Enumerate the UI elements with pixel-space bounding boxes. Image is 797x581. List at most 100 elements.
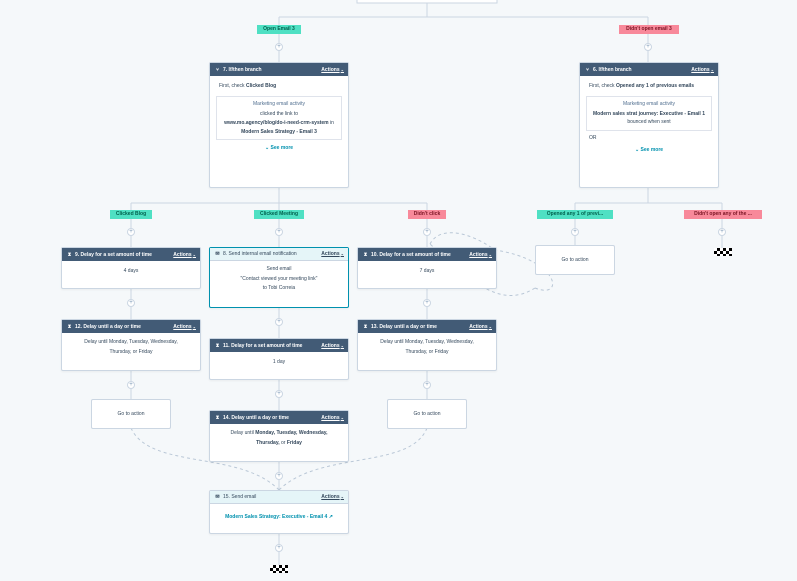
external-link-icon[interactable]: ↗ [328,514,333,520]
action-card-9[interactable]: ⧗ 9. Delay for a set amount of time Acti… [61,247,201,289]
action-title: 12. Delay until a day or time [75,323,141,330]
branch-badge-opened-any: Opened any 1 of previ... [537,210,613,219]
see-more-link[interactable]: ⌄ See more [634,146,664,153]
email-link[interactable]: Modern Sales Strategy: Executive - Email… [225,514,328,520]
chevron-down-icon: ⌄ [710,66,714,72]
action-card-14[interactable]: ⧗ 14. Delay until a day or time Actions⌄… [209,410,349,462]
actions-menu-button[interactable]: Actions⌄ [321,66,344,73]
branch-badge-clicked-blog: Clicked Blog [110,210,152,219]
add-action-plus-icon[interactable]: + [127,228,135,236]
hourglass-icon: ⧗ [67,323,72,330]
add-action-plus-icon[interactable]: + [571,228,579,236]
branch-check: First, check Clicked Blog [219,83,277,89]
add-action-plus-icon[interactable]: + [275,390,283,398]
add-action-plus-icon[interactable]: + [644,43,652,51]
delay-value: 1 day [272,359,286,365]
chevron-down-icon: ⌄ [340,251,344,256]
add-action-plus-icon[interactable]: + [423,299,431,307]
add-action-plus-icon[interactable]: + [275,318,283,326]
add-action-plus-icon[interactable]: + [275,43,283,51]
add-action-plus-icon[interactable]: + [127,381,135,389]
action-title: 7. If/then branch [223,66,262,73]
chevron-down-icon: ⌄ [634,146,640,153]
actions-menu-button[interactable]: Actions⌄ [173,323,196,330]
hourglass-icon: ⧗ [363,323,368,330]
action-header: ✉ 15. Send email Actions⌄ [210,491,348,504]
hourglass-icon: ⧗ [363,251,368,258]
envelope-icon: ✉ [215,251,220,257]
add-action-plus-icon[interactable]: + [718,228,726,236]
delay-value: 7 days [419,268,435,274]
branch-badge-didnt-open-email-3: Didn't open email 3 [619,25,679,34]
hourglass-icon: ⧗ [67,251,72,258]
add-action-plus-icon[interactable]: + [275,472,283,480]
action-header: ⧗ 9. Delay for a set amount of time Acti… [62,248,200,261]
actions-menu-button[interactable]: Actions⌄ [321,494,344,500]
branch-check: First, check Opened any 1 of previous em… [589,83,695,89]
action-header: ⧗ 14. Delay until a day or time Actions⌄ [210,411,348,424]
chevron-down-icon: ⌄ [340,342,344,348]
action-header: ⧗ 11. Delay for a set amount of time Act… [210,339,348,352]
chevron-down-icon: ⌄ [264,145,270,151]
actions-menu-button[interactable]: Actions⌄ [321,414,344,421]
action-card-7[interactable]: ⑂ 7. If/then branch Actions⌄ First, chec… [209,62,349,188]
delay-summary: Delay until Monday, Tuesday, Wednesday, … [84,339,178,355]
branch-icon: ⑂ [215,66,219,73]
checkered-flag-icon [270,565,288,573]
chevron-down-icon: ⌄ [340,494,344,499]
action-header: ✉ 8. Send internal email notification Ac… [210,248,348,261]
actions-menu-button[interactable]: Actions⌄ [469,251,492,258]
action-title: 10. Delay for a set amount of time [371,251,451,258]
action-title: 6. If/then branch [593,66,632,73]
branch-icon: ⑂ [585,66,589,73]
criteria-box: Marketing email activity clicked the lin… [216,96,342,140]
checkered-flag-icon [714,248,732,256]
action-title: 9. Delay for a set amount of time [75,251,152,258]
actions-menu-button[interactable]: Actions⌄ [173,251,196,258]
actions-menu-button[interactable]: Actions⌄ [469,323,492,330]
envelope-icon: ✉ [215,494,220,500]
chevron-down-icon: ⌄ [192,251,196,257]
action-header: ⑂ 7. If/then branch Actions⌄ [210,63,348,76]
action-header: ⑂ 6. If/then branch Actions⌄ [580,63,718,76]
add-action-plus-icon[interactable]: + [275,544,283,552]
actions-menu-button[interactable]: Actions⌄ [321,251,344,257]
action-title: 15. Send email [223,494,257,500]
add-action-plus-icon[interactable]: + [127,299,135,307]
branch-badge-didnt-click: Didn't click [408,210,446,219]
actions-menu-button[interactable]: Actions⌄ [321,342,344,349]
see-more-link[interactable]: ⌄ See more [264,145,294,151]
action-card-6[interactable]: ⑂ 6. If/then branch Actions⌄ First, chec… [579,62,719,188]
action-card-8[interactable]: ✉ 8. Send internal email notification Ac… [209,247,349,308]
hourglass-icon: ⧗ [215,414,220,421]
chevron-down-icon: ⌄ [340,414,344,420]
action-title: 8. Send internal email notification [223,251,297,257]
delay-summary: Delay until Monday, Tuesday, Wednesday, … [230,430,328,446]
actions-menu-button[interactable]: Actions⌄ [691,66,714,73]
notification-summary: Send email "Contact viewed your meeting … [240,266,318,291]
go-to-action-button[interactable]: Go to action [91,399,171,429]
action-title: 13. Delay until a day or time [371,323,437,330]
add-action-plus-icon[interactable]: + [423,228,431,236]
action-card-13[interactable]: ⧗ 13. Delay until a day or time Actions⌄… [357,319,497,371]
action-card-11[interactable]: ⧗ 11. Delay for a set amount of time Act… [209,338,349,380]
chevron-down-icon: ⌄ [488,251,492,257]
criteria-box: Marketing email activity Modern sales st… [586,96,712,131]
action-card-12[interactable]: ⧗ 12. Delay until a day or time Actions⌄… [61,319,201,371]
chevron-down-icon: ⌄ [488,323,492,329]
go-to-action-button[interactable]: Go to action [535,245,615,275]
branch-badge-clicked-meeting: Clicked Meeting [254,210,304,219]
go-to-action-button[interactable]: Go to action [387,399,467,429]
add-action-plus-icon[interactable]: + [423,381,431,389]
action-title: 14. Delay until a day or time [223,414,289,421]
action-card-10[interactable]: ⧗ 10. Delay for a set amount of time Act… [357,247,497,289]
email-summary: Modern Sales Strategy: Executive - Email… [210,504,348,527]
action-header: ⧗ 12. Delay until a day or time Actions⌄ [62,320,200,333]
action-header: ⧗ 10. Delay for a set amount of time Act… [358,248,496,261]
action-card-15[interactable]: ✉ 15. Send email Actions⌄ Modern Sales S… [209,490,349,534]
delay-value: 4 days [123,268,139,274]
or-label: OR [589,134,597,141]
add-action-plus-icon[interactable]: + [275,228,283,236]
